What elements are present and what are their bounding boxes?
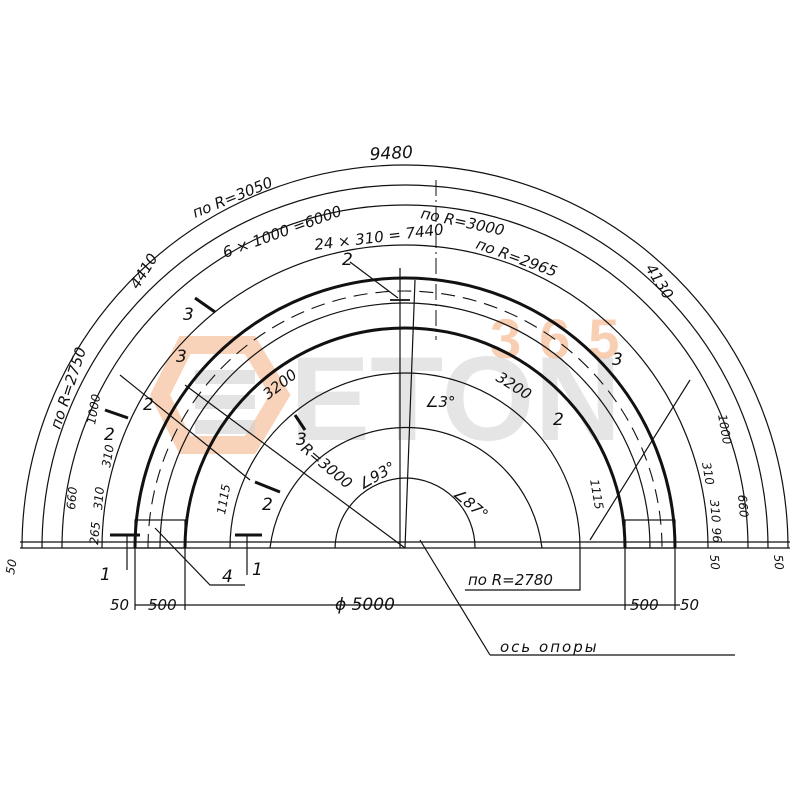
bottom-dim-50-right: 50 <box>680 596 699 614</box>
bottom-dim-500-right: 500 <box>630 596 659 614</box>
ring-outer-edge <box>133 276 677 549</box>
bottom-dim-diameter: ϕ 5000 <box>335 595 395 615</box>
right-dim-50b: 50 <box>771 554 786 571</box>
section-mark-2-top: 2 <box>342 250 353 270</box>
right-dim-1115: 1115 <box>587 478 606 511</box>
angle-87-arc <box>404 477 476 549</box>
section-mark-4: 4 <box>222 567 233 587</box>
section-mark-2-callout: 2 <box>143 395 154 415</box>
label-4130: 4130 <box>642 261 678 303</box>
section-marks <box>104 296 410 575</box>
label-r2750: по R=2750 <box>47 345 90 431</box>
section-mark-1-left: 1 <box>100 565 111 585</box>
angle-93-arc <box>334 477 406 549</box>
radius-line-left <box>184 384 406 549</box>
watermark-logo-icon <box>149 336 291 454</box>
section-mark-3-inner: 3 <box>296 430 307 450</box>
right-dim-310b: 310 <box>707 499 723 523</box>
left-dim-310a: 310 <box>99 443 117 468</box>
label-r2965: по R=2965 <box>474 235 560 281</box>
arc-r3000-inner <box>229 372 581 549</box>
ring-anchor-line <box>147 290 663 549</box>
axis-callout-label: ось опоры <box>500 638 599 656</box>
angle-87: ∠87° <box>449 484 491 524</box>
angle-3: ∠3° <box>425 393 456 411</box>
left-dim-1115: 1115 <box>214 483 233 516</box>
left-dim-660: 660 <box>64 486 80 510</box>
ring-mid-line <box>159 302 651 549</box>
section-mark-3-right: 3 <box>612 350 623 370</box>
right-dim-310a: 310 <box>699 461 717 486</box>
label-4410: 4410 <box>126 250 162 292</box>
section-mark-2-right: 2 <box>553 410 564 430</box>
label-6000: 6 × 1000 =6000 <box>220 202 344 262</box>
right-dim-1000: 1000 <box>715 413 734 446</box>
arc-r2780-small <box>269 427 543 549</box>
axis-inclined <box>404 279 416 549</box>
bottom-dim-50-left: 50 <box>110 596 129 614</box>
label-9480: 9480 <box>369 143 413 165</box>
section-mark-2-left: 2 <box>104 425 115 445</box>
arc-9480 <box>21 164 789 549</box>
left-dim-265: 265 <box>87 521 103 545</box>
right-dim-660: 660 <box>735 494 751 518</box>
ring-end-right <box>624 519 676 549</box>
left-dim-1000: 1000 <box>84 393 103 426</box>
label-r2780: по R=2780 <box>468 571 553 589</box>
right-dim-50a: 50 <box>707 554 722 571</box>
arc-7440 <box>101 244 709 549</box>
section-mark-3-top: 3 <box>183 305 194 325</box>
left-dim-50: 50 <box>3 558 20 576</box>
section-mark-2-lower: 2 <box>262 495 273 515</box>
section-mark-3-left: 3 <box>176 347 187 367</box>
left-dim-310b: 310 <box>91 486 107 510</box>
arc-6000 <box>61 204 749 549</box>
right-dim-96: 96 <box>709 527 724 544</box>
axis-leader <box>419 539 491 656</box>
label-7440: 24 × 310 = 7440 <box>313 220 444 254</box>
ring-inner-edge <box>183 326 627 549</box>
section-mark-1-right: 1 <box>252 560 263 580</box>
arc-r3050 <box>41 184 769 549</box>
bottom-dim-500-left: 500 <box>148 596 177 614</box>
